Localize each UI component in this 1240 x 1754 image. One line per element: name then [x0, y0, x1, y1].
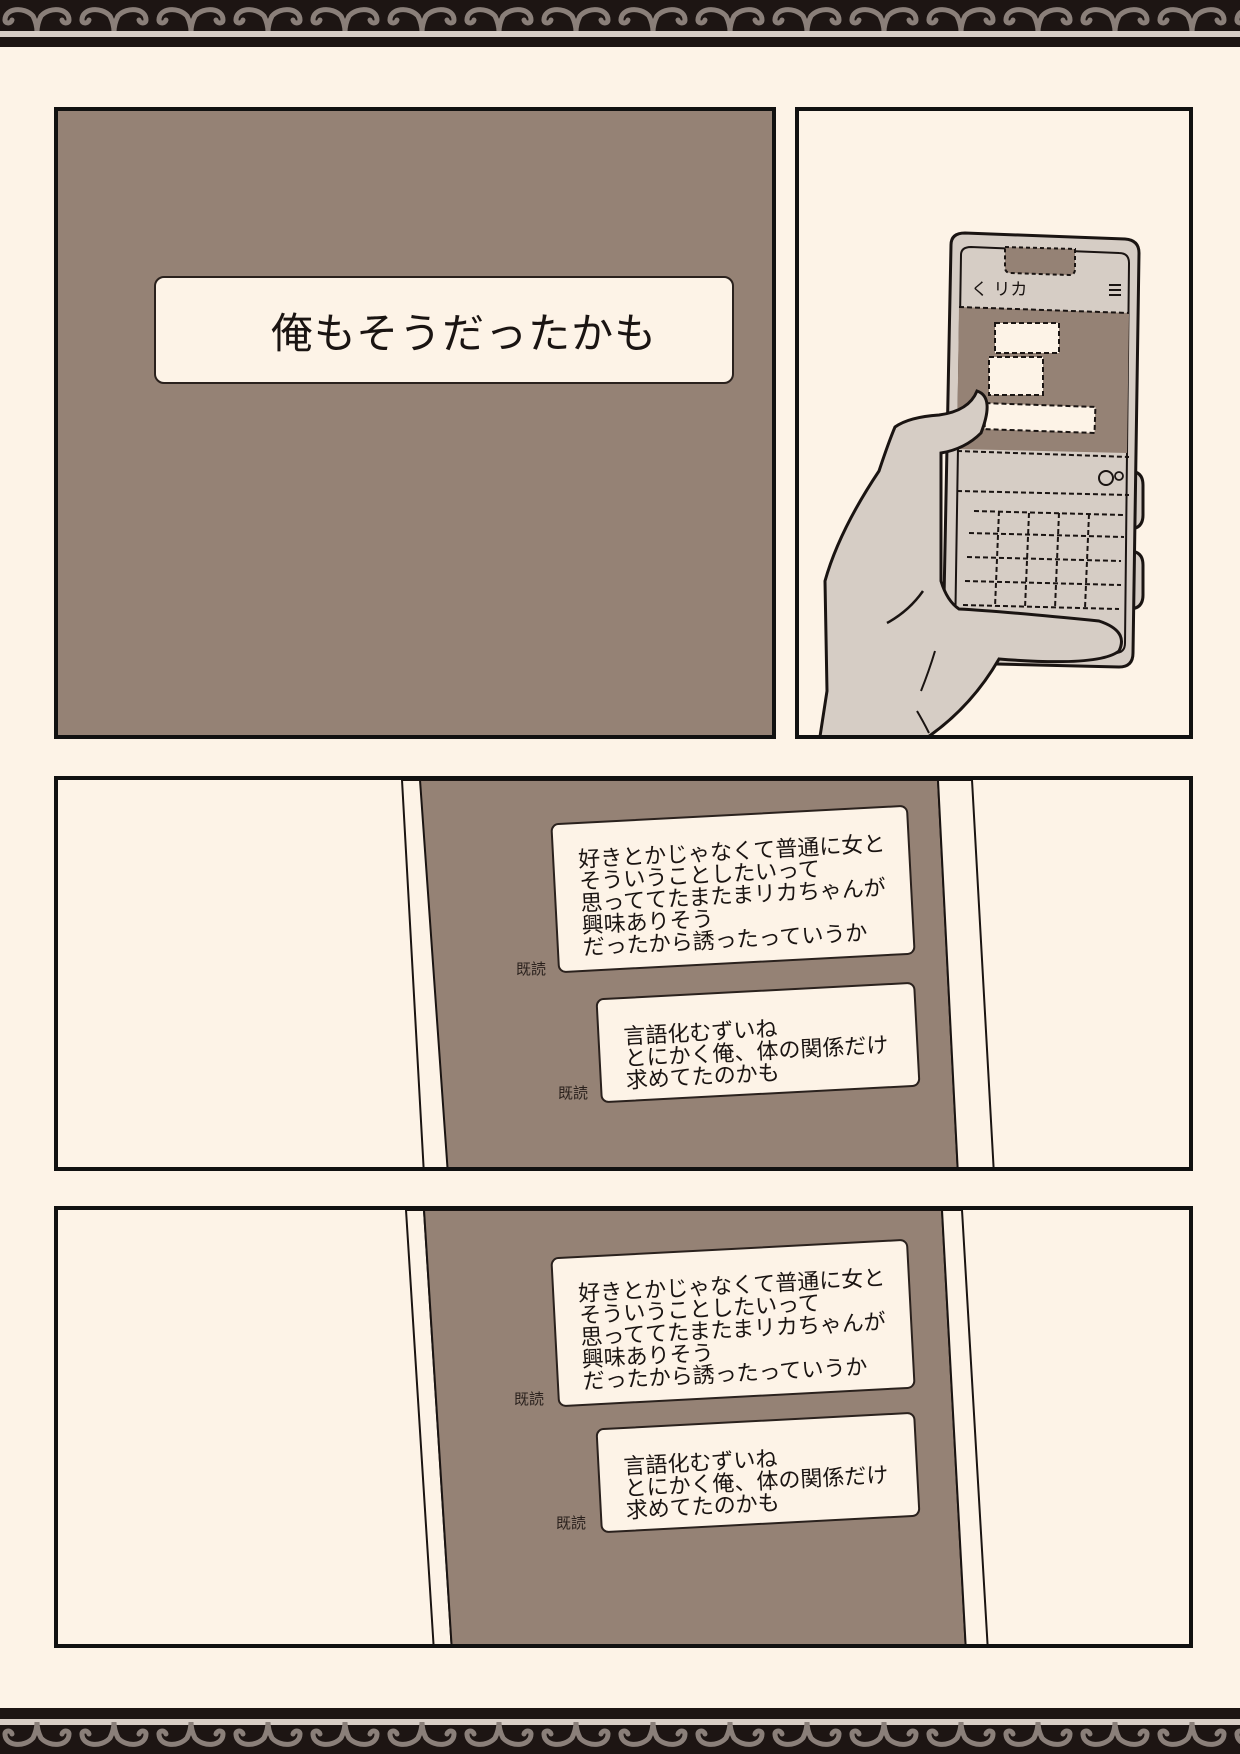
mic-icon	[1114, 471, 1124, 481]
bottom-decorative-border	[0, 1708, 1240, 1754]
sticker-icon	[1098, 470, 1114, 486]
scallop-ornament	[0, 1722, 1240, 1752]
caption-box: 俺もそうだったかも	[154, 276, 734, 384]
read-receipt: 既読	[514, 1390, 545, 1408]
border-rule	[0, 31, 1240, 37]
panel-chat-2: 好きとかじゃなくて普通に女と そういうことしたいって 思っててたまたまリカちゃん…	[54, 1206, 1193, 1648]
chat-bubble-message: 好きとかじゃなくて普通に女と そういうことしたいって 思っててたまたまリカちゃん…	[550, 804, 916, 974]
phone-header-title: く リカ	[971, 280, 1027, 300]
hamburger-icon	[1109, 284, 1121, 296]
top-decorative-border	[0, 0, 1240, 47]
read-receipt: 既読	[556, 1514, 587, 1532]
caption-text: 俺もそうだったかも	[270, 308, 658, 358]
chat-bubble-message: 好きとかじゃなくて普通に女と そういうことしたいって 思っててたまたまリカちゃん…	[550, 1238, 916, 1408]
panel-phone-in-hand: く リカ	[795, 107, 1193, 739]
keyboard-grid	[962, 510, 1125, 610]
chat-bubble-message: 言語化むずいね とにかく俺、体の関係だけ 求めてたのかも	[595, 981, 921, 1104]
hand-holding-phone-illustration: く リカ	[818, 231, 1145, 735]
chat-bubble-message: 言語化むずいね とにかく俺、体の関係だけ 求めてたのかも	[595, 1411, 921, 1534]
read-receipt: 既読	[558, 1084, 589, 1102]
panel-caption: 俺もそうだったかも	[54, 107, 776, 739]
read-receipt: 既読	[516, 960, 547, 978]
scallop-ornament	[0, 2, 1240, 32]
panel-chat-1: 好きとかじゃなくて普通に女と そういうことしたいって 思っててたまたまリカちゃん…	[54, 776, 1193, 1171]
